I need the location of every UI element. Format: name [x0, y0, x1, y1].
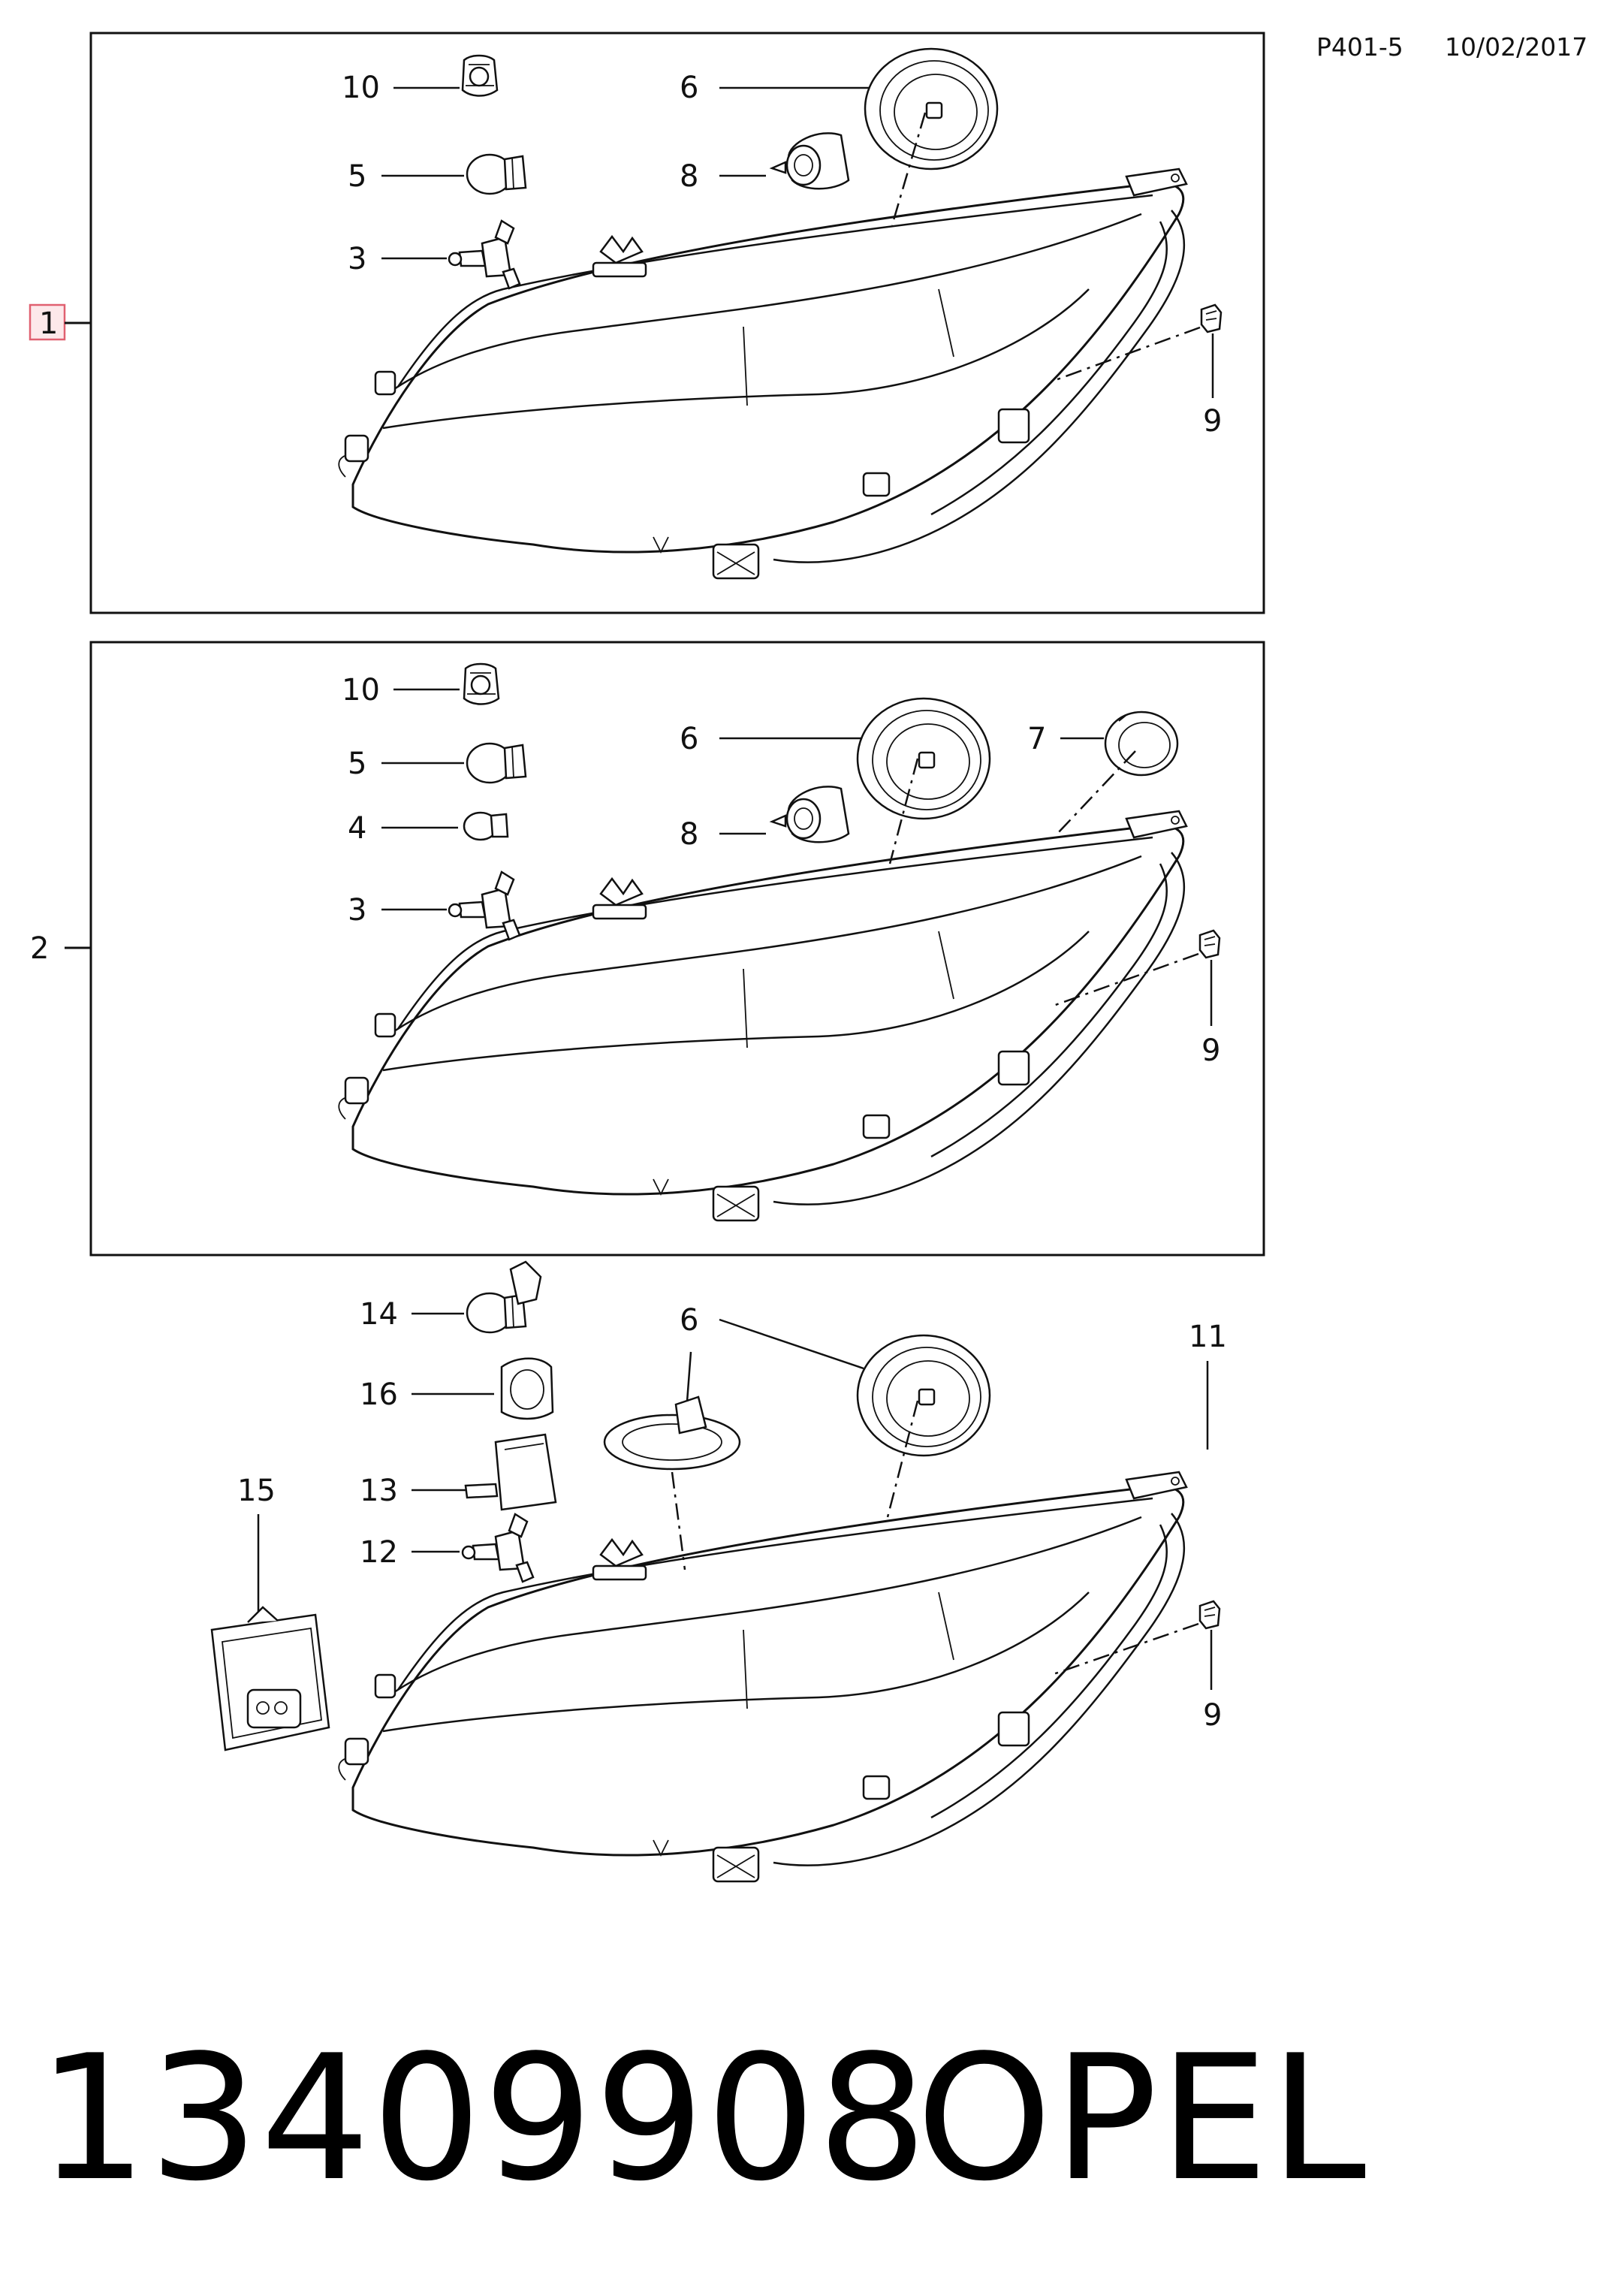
panel-3-label-15[interactable]: 15 — [237, 1474, 276, 1508]
panel-1: 1 10 6 5 8 3 9 — [29, 32, 1265, 614]
panel-3-part-13 — [464, 1433, 557, 1511]
panel-2-label-4[interactable]: 4 — [348, 811, 366, 846]
panel-3-label-6[interactable]: 6 — [680, 1303, 698, 1338]
panel-3-label-9[interactable]: 9 — [1203, 1698, 1222, 1733]
panel-2-label-6[interactable]: 6 — [680, 722, 698, 756]
panel-2-label-5[interactable]: 5 — [348, 747, 366, 781]
panel-2-label-9[interactable]: 9 — [1201, 1033, 1220, 1068]
panel-1-label-6[interactable]: 6 — [680, 71, 698, 105]
panel-3-part-16 — [500, 1357, 554, 1420]
panel-3-label-11[interactable]: 11 — [1189, 1320, 1227, 1354]
panel-2-label-3[interactable]: 3 — [348, 893, 366, 928]
panel-1-marker[interactable] — [29, 303, 66, 341]
panel-3-label-12[interactable]: 12 — [360, 1535, 398, 1570]
part-number: 13409908 — [38, 2019, 929, 2219]
panel-3-label-13[interactable]: 13 — [360, 1474, 398, 1508]
panel-1-label-3[interactable]: 3 — [348, 242, 366, 276]
panel-1-label-8[interactable]: 8 — [680, 159, 698, 194]
panel-3-label-14[interactable]: 14 — [360, 1297, 398, 1332]
panel-1-label-10[interactable]: 10 — [342, 71, 380, 105]
brand-name: OPEL — [916, 2019, 1367, 2219]
panel-2-label-10[interactable]: 10 — [342, 673, 380, 708]
diagram-date: 10/02/2017 — [1445, 32, 1587, 62]
panel-2-label-7[interactable]: 7 — [1027, 722, 1046, 756]
panel-1-label-5[interactable]: 5 — [348, 159, 366, 194]
panel-3-label-16[interactable]: 16 — [360, 1377, 398, 1412]
panel-3-part-15 — [210, 1606, 330, 1751]
panel-1-label-9[interactable]: 9 — [1203, 404, 1222, 439]
panel-2-label-8[interactable]: 8 — [680, 817, 698, 852]
panel-2: 2 10 6 7 5 4 8 3 — [30, 641, 1265, 1257]
panel-1-id: 1 — [39, 306, 58, 341]
panel-2-id: 2 — [30, 931, 49, 966]
panel-3: 14 6 11 16 15 — [210, 1260, 1227, 1883]
panel-3-reflector — [603, 1351, 741, 1570]
diagram-code: P401-5 — [1316, 32, 1403, 62]
